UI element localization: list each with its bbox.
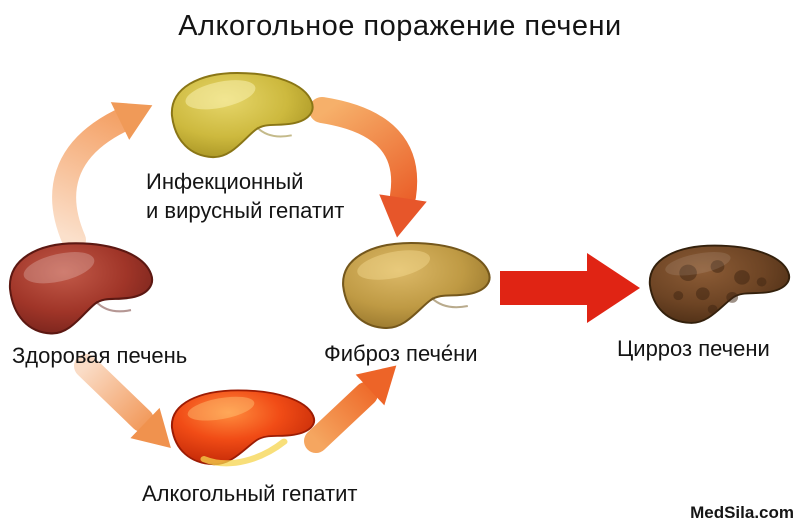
label-alcoholic-hepatitis: Алкогольный гепатит <box>142 481 358 506</box>
arrow-healthy-to-alcoholic <box>74 354 171 449</box>
label-fibrosis: Фиброз пече́ни <box>324 341 478 366</box>
infectious-hepatitis-liver-illustration <box>170 71 314 159</box>
label-cirrhosis: Цирроз печени <box>617 336 770 361</box>
label-infectious-hepatitis: Инфекционный и вирусный гепатит <box>146 167 344 225</box>
diagram-title: Алкогольное поражение печени <box>178 10 622 42</box>
arrow-infectious-to-fibrosis <box>309 97 427 238</box>
arrow-healthy-to-infectious <box>52 102 153 252</box>
cirrhosis-liver-illustration <box>648 244 791 324</box>
label-infectious-line2: и вирусный гепатит <box>146 198 345 223</box>
alcoholic-hepatitis-liver-illustration <box>170 389 315 467</box>
healthy-liver-illustration <box>8 242 153 335</box>
label-infectious-line1: Инфекционный <box>146 169 304 194</box>
arrow-fibrosis-to-cirrhosis <box>500 253 640 323</box>
fibrosis-liver-illustration <box>342 241 491 330</box>
watermark-medsila: MedSila.com <box>690 503 794 522</box>
label-healthy-liver: Здоровая печень <box>12 343 188 368</box>
arrow-alcoholic-to-fibrosis <box>304 365 397 453</box>
